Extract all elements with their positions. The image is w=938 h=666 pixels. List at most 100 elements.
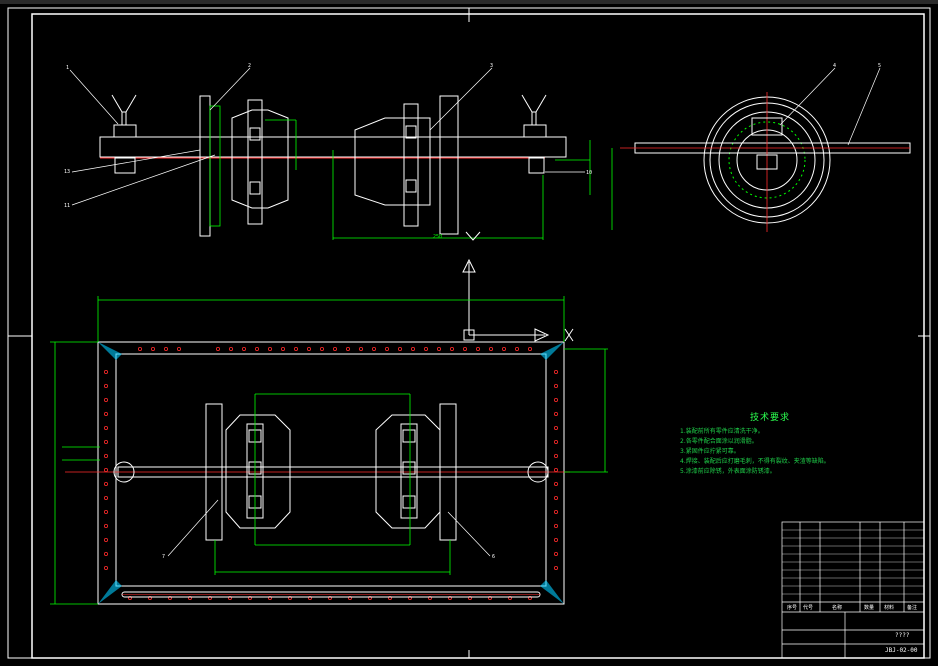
side-bolt-circle: [728, 121, 806, 199]
bolt-hole: [371, 346, 376, 351]
left-v-support: [111, 94, 137, 126]
plan-left-plate: [205, 403, 223, 541]
bolt-hole: [319, 346, 324, 351]
bolt-hole: [410, 346, 415, 351]
bolt-hole: [147, 596, 152, 601]
bolt-hole: [554, 411, 559, 416]
bolt-hole: [254, 346, 259, 351]
bolt-hole: [306, 346, 311, 351]
bolt-hole: [462, 346, 467, 351]
bolt-hole: [167, 596, 172, 601]
bolt-hole: [104, 495, 109, 500]
right-hub-window-1: [405, 125, 417, 139]
plan-right-roller: [375, 414, 441, 529]
plan-leaders: [167, 499, 491, 557]
plan-dimensions: [50, 296, 608, 605]
front-view: 250 1 2 3 13 11 10: [64, 63, 592, 241]
bolt-hole: [447, 596, 452, 601]
right-support-base: [523, 124, 547, 138]
notes-line-3: 3.紧固件应拧紧可靠。: [680, 448, 740, 455]
plan-right-hub-w2: [402, 461, 416, 475]
bolt-hole: [436, 346, 441, 351]
bolt-hole: [207, 596, 212, 601]
bolt-hole: [507, 596, 512, 601]
bolt-hole: [293, 346, 298, 351]
tb-col-material: 材料: [884, 604, 894, 611]
bolt-hole: [307, 596, 312, 601]
top-bolt-holes: [137, 346, 533, 351]
bolt-hole: [387, 596, 392, 601]
plan-view: 7 6: [50, 296, 608, 605]
bolt-hole: [554, 481, 559, 486]
bolt-hole: [554, 509, 559, 514]
inner-frame: [31, 13, 925, 659]
plan-right-hub: [400, 423, 418, 519]
bolt-hole: [280, 346, 285, 351]
left-support-base: [113, 124, 137, 138]
notes-line-5: 5.涂漆前应除锈，外表面涂防锈漆。: [680, 468, 776, 475]
bolt-hole: [104, 538, 109, 543]
bolt-hole: [554, 397, 559, 402]
bolt-hole: [487, 596, 492, 601]
bolt-hole: [347, 596, 352, 601]
bolt-hole: [358, 346, 363, 351]
balloon-4: 4: [833, 63, 836, 69]
front-leaders: [69, 67, 585, 206]
tb-col-code: 代号: [803, 604, 813, 611]
bolt-hole: [104, 453, 109, 458]
balloon-13: 13: [64, 169, 70, 175]
left-bracket: [114, 157, 136, 174]
bolt-hole: [163, 346, 168, 351]
bolt-hole: [467, 596, 472, 601]
left-hub-window-1: [249, 127, 261, 141]
bolt-hole: [397, 346, 402, 351]
bolt-hole: [384, 346, 389, 351]
balloon-11: 11: [64, 203, 70, 209]
window-title-strip: [0, 0, 938, 4]
bolt-hole: [345, 346, 350, 351]
tb-col-name: 名称: [832, 604, 842, 611]
ucs-icon: [462, 258, 574, 342]
bolt-hole: [327, 596, 332, 601]
bolt-hole: [554, 538, 559, 543]
bolt-hole: [215, 346, 220, 351]
bolt-hole: [267, 346, 272, 351]
side-leaders: [779, 67, 881, 146]
tb-col-qty: 数量: [864, 604, 874, 611]
bolt-hole: [554, 495, 559, 500]
plan-left-roller: [225, 414, 291, 529]
bolt-hole: [554, 467, 559, 472]
bolt-hole: [332, 346, 337, 351]
right-roller-hub: [403, 103, 419, 227]
balloon-1: 1: [66, 65, 69, 71]
right-bolt-holes: [554, 369, 559, 571]
side-clamp: [751, 117, 783, 136]
title-block: [781, 521, 925, 659]
front-dimensions: [265, 119, 591, 240]
left-end-bearing: [113, 461, 135, 483]
front-dim-text: 250: [433, 234, 442, 240]
bolt-hole: [104, 552, 109, 557]
left-flange-hatch: [209, 105, 221, 227]
left-hub-window-2: [249, 181, 261, 195]
bolt-hole: [104, 509, 109, 514]
tb-col-seq: 序号: [787, 604, 797, 611]
bolt-hole: [515, 346, 520, 351]
plan-inner-frame: [115, 353, 547, 587]
notes-line-1: 1.装配前所有零件应清洗干净。: [680, 428, 764, 435]
balloon-6: 6: [492, 554, 495, 560]
balloon-10: 10: [586, 170, 592, 176]
right-bracket: [528, 157, 545, 174]
left-roller-hub: [247, 99, 263, 225]
right-hub-window-2: [405, 179, 417, 193]
bolt-hole: [554, 383, 559, 388]
bolt-hole: [137, 346, 142, 351]
bolt-hole: [554, 453, 559, 458]
technical-requirements: 技术要求 1.装配前所有零件应清洗干净。 2.各零件配合面涂以润滑脂。 3.紧固…: [680, 410, 860, 477]
bolt-hole: [104, 481, 109, 486]
section-arrow: [465, 231, 481, 241]
right-plate: [439, 95, 459, 235]
bolt-hole: [449, 346, 454, 351]
bolt-hole: [241, 346, 246, 351]
bolt-hole: [528, 346, 533, 351]
